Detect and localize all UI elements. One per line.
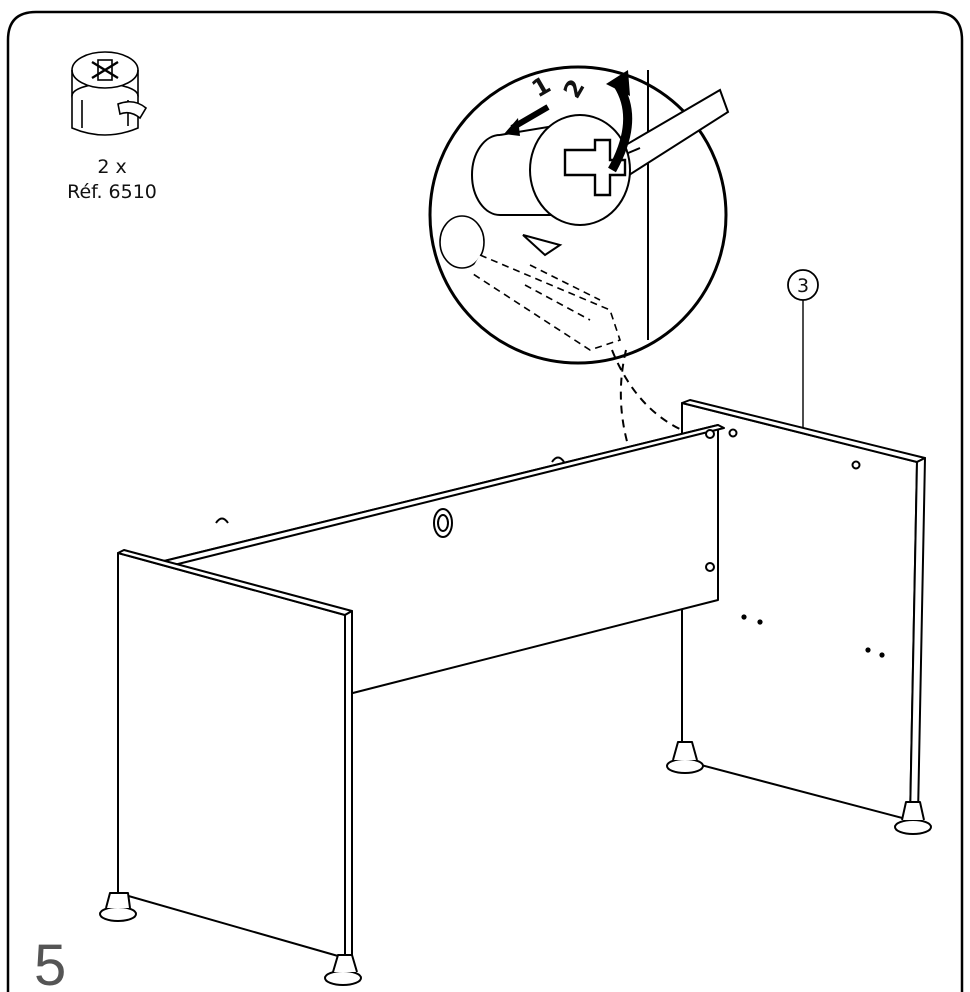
part-label: 3: [797, 275, 809, 297]
detail-callout: 1 2: [428, 65, 730, 365]
dowel-detail: [439, 215, 622, 351]
page-border: [6, 10, 964, 992]
rotate-arrow: [608, 82, 633, 173]
leg-front-right: [324, 954, 362, 986]
cam-lock-detail: [471, 114, 631, 257]
step-number: 5: [34, 933, 66, 992]
hardware-reference: Réf. 6510: [67, 181, 157, 203]
hardware-quantity: 2 x: [97, 156, 126, 178]
leg-front-left: [99, 892, 137, 922]
leg-back-left: [666, 741, 704, 774]
furniture-assembly: [99, 399, 932, 986]
left-side-panel: [117, 552, 346, 959]
leg-back-right: [894, 801, 932, 835]
cam-lock-icon: [71, 51, 148, 136]
